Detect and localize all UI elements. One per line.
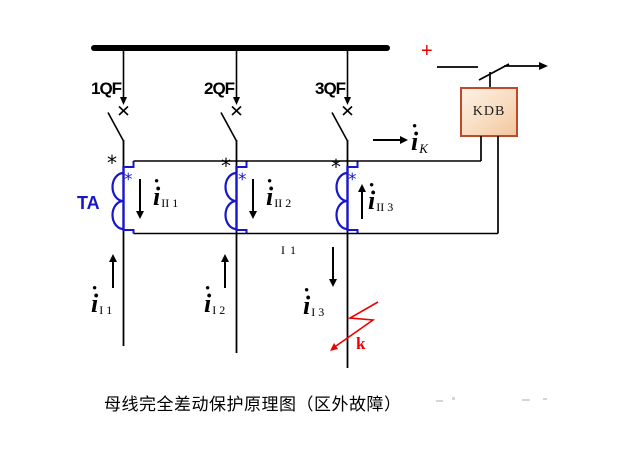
feeder-2-tap-arrow — [233, 97, 240, 105]
breaker-2-blade — [220, 112, 238, 142]
arrow-i-II2-down — [249, 211, 257, 219]
arrow-i-I1-up — [109, 254, 117, 262]
ct-1 — [111, 161, 135, 234]
fault-lightning-icon — [330, 301, 379, 351]
arrow-i-II1-down — [136, 211, 144, 219]
polarity-star-primary-2: * — [221, 154, 231, 178]
phasor-dot: • — [266, 174, 273, 190]
ct-1-bottom-lead — [123, 229, 135, 234]
current-symbol: i — [266, 182, 274, 211]
diagram-caption: 母线完全差动保护原理图（区外故障） — [104, 395, 402, 414]
breaker-label-1qf: 1QF — [91, 79, 122, 98]
current-symbol: i — [411, 127, 419, 156]
breaker-3-cross — [342, 105, 353, 116]
phasor-dot: • — [153, 174, 160, 190]
ct-label-ta: TA — [77, 193, 100, 213]
polarity-star-primary-3: * — [331, 155, 341, 179]
relay-label-kdb: KDB — [472, 104, 506, 119]
current-subscript: I 2 — [212, 303, 226, 317]
ct-3-bottom-lead — [347, 229, 359, 234]
arrow-i-K-right — [400, 136, 408, 144]
ct-3 — [335, 161, 359, 234]
arrow-i-I2-up — [221, 254, 229, 262]
current-symbol: i — [204, 289, 212, 318]
ct-1-winding — [111, 171, 124, 231]
loop-label: I 1 — [281, 243, 297, 257]
current-subscript: K — [419, 141, 428, 156]
breaker-1-cross — [118, 105, 129, 116]
watermark-marks — [436, 397, 547, 402]
current-symbol: i — [368, 186, 376, 215]
phasor-dot: • — [303, 283, 310, 299]
current-subscript: II 3 — [376, 200, 394, 214]
ct-3-top-lead — [347, 161, 359, 168]
breaker-label-2qf: 2QF — [204, 79, 235, 98]
positive-supply-label: + — [421, 40, 433, 62]
ct-2 — [224, 161, 248, 234]
arrow-i-I3-down — [329, 279, 337, 287]
feeder-3-tap-arrow — [344, 97, 351, 105]
secondary-current-arrows — [136, 179, 366, 219]
breaker-2-cross — [231, 105, 242, 116]
polarity-star-secondary-3: * — [348, 170, 357, 190]
arrow-i-II3-up — [358, 184, 366, 192]
polarity-star-primary-1: * — [107, 151, 117, 175]
feeder-1-tap-arrow — [120, 97, 127, 105]
phasor-dot: • — [368, 178, 375, 194]
polarity-star-secondary-1: * — [124, 170, 133, 190]
phasor-dot: • — [411, 119, 418, 135]
current-symbol: i — [91, 289, 99, 318]
current-subscript: II 1 — [161, 196, 179, 210]
relay-box — [460, 87, 518, 137]
trip-output-arrowhead — [539, 62, 548, 70]
breaker-label-3qf: 3QF — [315, 79, 346, 98]
current-subscript: II 2 — [274, 196, 292, 210]
current-subscript: I 1 — [99, 303, 113, 317]
current-symbol: i — [303, 291, 311, 320]
ct-1-top-lead — [123, 161, 135, 168]
polarity-star-secondary-2: * — [238, 170, 247, 190]
primary-current-arrows — [109, 247, 337, 288]
breaker-1-blade — [107, 112, 125, 142]
breaker-3-blade — [331, 112, 349, 142]
relay-current-arrow — [373, 136, 408, 144]
current-subscript: I 3 — [311, 305, 325, 319]
fault-arrowhead — [330, 343, 338, 351]
ct-2-top-lead — [236, 161, 248, 168]
ct-3-winding — [335, 171, 348, 231]
trip-circuit — [437, 62, 548, 88]
phasor-dot: • — [91, 281, 98, 297]
current-symbol: i — [153, 182, 161, 211]
fault-point-label-k: k — [356, 334, 366, 353]
phasor-dot: • — [204, 281, 211, 297]
ct-2-bottom-lead — [236, 229, 248, 234]
ct-2-winding — [224, 171, 237, 231]
